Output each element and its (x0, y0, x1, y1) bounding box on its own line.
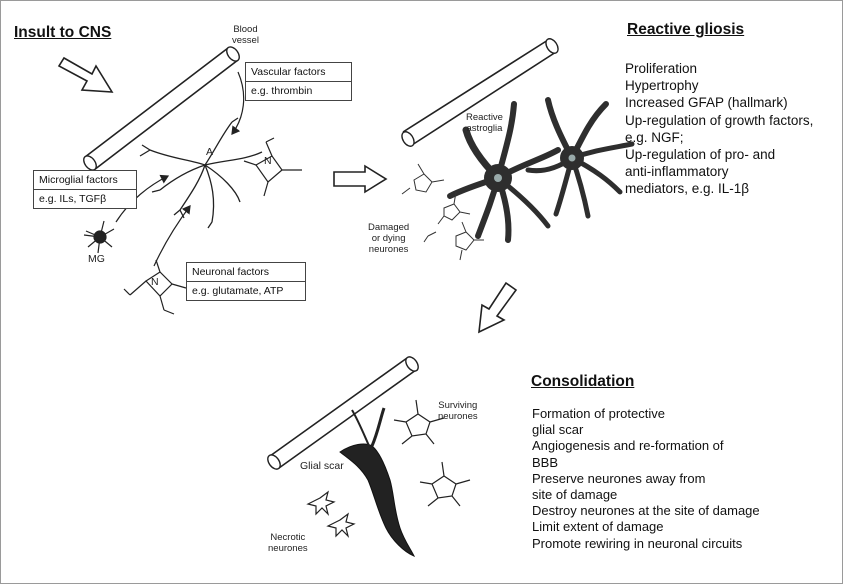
reactive-item: Hypertrophy (625, 77, 813, 94)
insult-title: Insult to CNS (14, 24, 111, 42)
factor-arrows (116, 72, 244, 266)
blood-vessel-1 (81, 45, 242, 173)
microglial-factors-example: e.g. ILs, TGFβ (34, 189, 136, 208)
neuron-label-2: N (151, 276, 159, 288)
vascular-factors-title: Vascular factors (246, 63, 351, 81)
necrotic-neurones-label: Necrotic neurones (268, 532, 308, 554)
microglial-factors-title: Microglial factors (34, 171, 136, 189)
reactive-item: e.g. NGF; (625, 129, 813, 146)
reactive-item: Proliferation (625, 60, 813, 77)
damaged-neurones (402, 164, 484, 260)
neuronal-factors-title: Neuronal factors (187, 263, 305, 281)
transition-arrow-down (479, 283, 516, 332)
vascular-factors-example: e.g. thrombin (246, 81, 351, 100)
reactive-item: Increased GFAP (hallmark) (625, 94, 813, 111)
neuronal-factors-example: e.g. glutamate, ATP (187, 281, 305, 300)
consolidation-item: site of damage (532, 487, 760, 503)
glial-scar (340, 408, 414, 556)
reactive-astroglia-label: Reactive astroglia (466, 112, 503, 134)
consolidation-item: Limit extent of damage (532, 519, 760, 535)
reactive-item: Up-regulation of pro- and (625, 146, 813, 163)
consolidation-item: glial scar (532, 422, 760, 438)
insult-arrow-icon (59, 58, 112, 92)
reactive-gliosis-title: Reactive gliosis (627, 21, 744, 39)
microglia-mg (84, 221, 114, 253)
necrotic-neurones (308, 492, 354, 536)
consolidation-item: BBB (532, 455, 760, 471)
transition-arrow-right (334, 166, 386, 192)
consolidation-list: Formation of protective glial scar Angio… (532, 406, 760, 552)
consolidation-item: Preserve neurones away from (532, 471, 760, 487)
neuronal-factors-box: Neuronal factors e.g. glutamate, ATP (186, 262, 306, 301)
astrocyte-label: A (206, 146, 213, 158)
microglial-factors-box: Microglial factors e.g. ILs, TGFβ (33, 170, 137, 209)
damaged-neurones-label: Damaged or dying neurones (368, 222, 409, 255)
astrocyte-a (140, 118, 262, 228)
reactive-item: mediators, e.g. IL-1β (625, 180, 813, 197)
blood-vessel-label: Blood vessel (232, 24, 259, 46)
consolidation-item: Formation of protective (532, 406, 760, 422)
glial-scar-label: Glial scar (300, 460, 344, 472)
surviving-neurones-label: Surviving neurones (438, 400, 478, 422)
consolidation-title: Consolidation (531, 373, 634, 391)
consolidation-item: Destroy neurones at the site of damage (532, 503, 760, 519)
reactive-item: anti-inflammatory (625, 163, 813, 180)
microglia-label: MG (88, 253, 105, 265)
reactive-gliosis-list: Proliferation Hypertrophy Increased GFAP… (625, 60, 813, 198)
vascular-factors-box: Vascular factors e.g. thrombin (245, 62, 352, 101)
reactive-item: Up-regulation of growth factors, (625, 112, 813, 129)
consolidation-item: Promote rewiring in neuronal circuits (532, 536, 760, 552)
consolidation-item: Angiogenesis and re-formation of (532, 438, 760, 454)
neuron-n1 (244, 138, 302, 196)
neuron-label-1: N (264, 155, 272, 167)
